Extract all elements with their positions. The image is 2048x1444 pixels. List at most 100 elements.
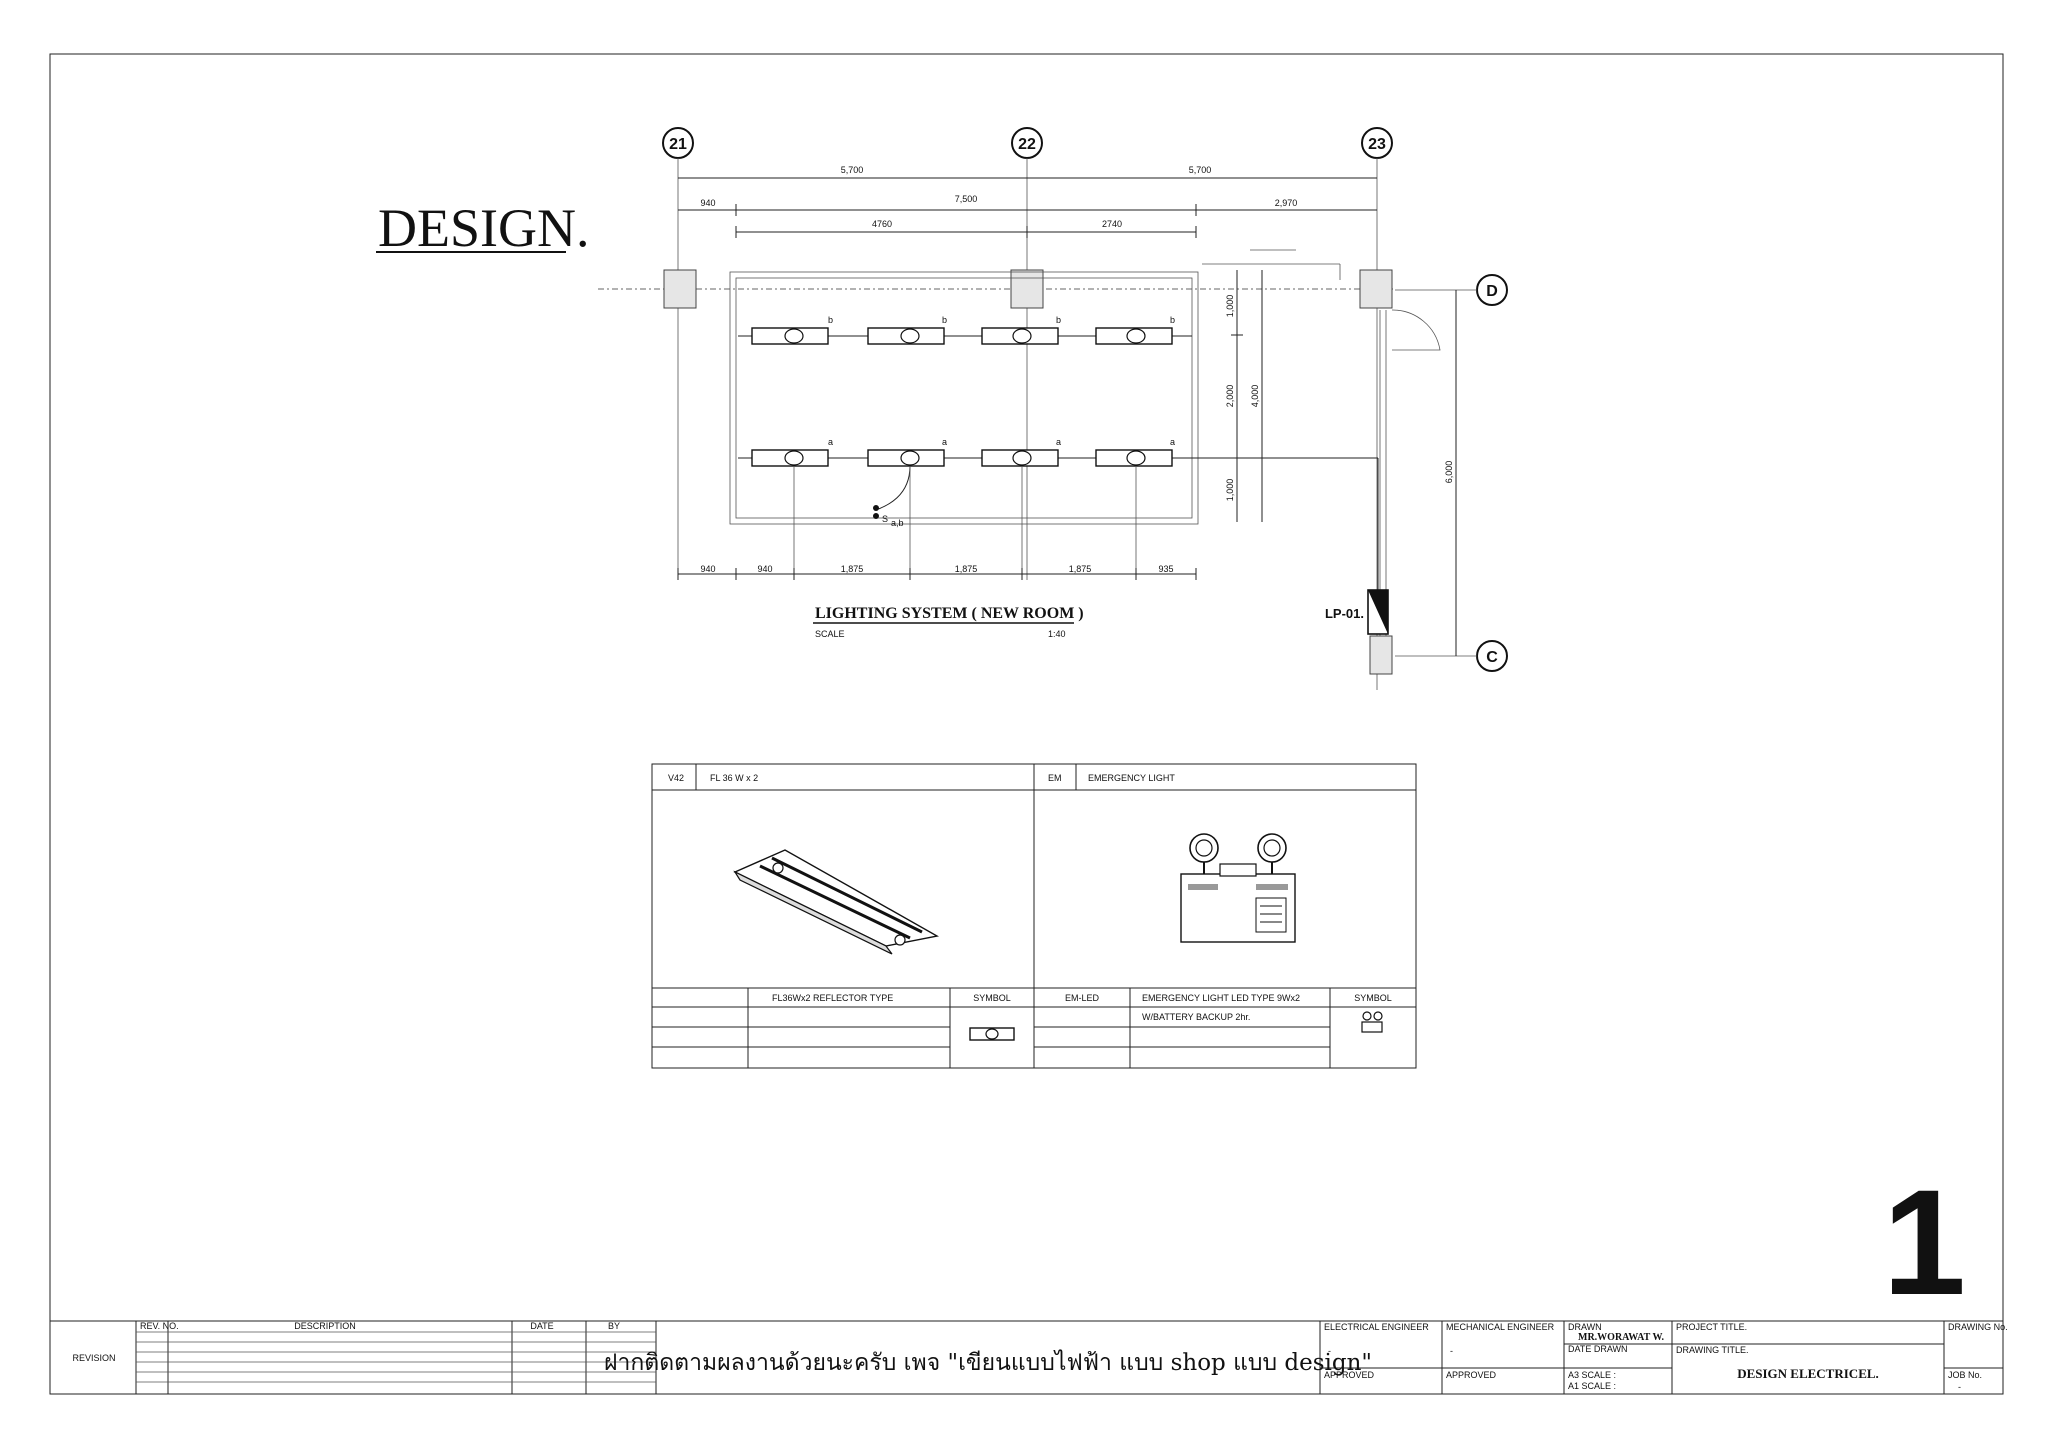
panel-lp01 (1367, 589, 1389, 635)
tb-description: DESCRIPTION (294, 1321, 356, 1331)
tb-drawing-no: DRAWING No. (1948, 1322, 2008, 1332)
plan-title: LIGHTING SYSTEM ( NEW ROOM ) (815, 605, 1084, 622)
column-C (1369, 635, 1393, 675)
tb-project-title: PROJECT TITLE. (1676, 1322, 1747, 1332)
emergency-light-illustration (1180, 833, 1296, 943)
grid-label-23: 23 (1368, 136, 1386, 153)
tb-approved-1: APPROVED (1324, 1370, 1375, 1380)
grid-bubble-21: 21 (662, 127, 694, 159)
tb-revision: REVISION (72, 1353, 115, 1363)
door-swing (1391, 309, 1441, 351)
tb-drawn: DRAWN (1568, 1322, 1602, 1332)
luminaire-b2 (867, 327, 945, 345)
tb-electrical-value: - (1328, 1346, 1331, 1356)
fixture-right-desc1: EMERGENCY LIGHT LED TYPE 9Wx2 (1142, 993, 1300, 1003)
switch-label: S (882, 514, 888, 524)
dim-top1-a: 5,700 (841, 165, 864, 175)
tb-center-text: ฝากติดตามผลงานด้วยนะครับ เพจ "เขียนแบบไฟ… (604, 1349, 1372, 1376)
dim-top2-c: 2,970 (1275, 198, 1298, 208)
tb-date-drawn: DATE DRAWN (1568, 1344, 1628, 1354)
dim-bottom-2: 940 (757, 564, 772, 574)
circuit-label-a2: a (942, 437, 947, 447)
fixture-right-symbol-header: SYMBOL (1354, 993, 1392, 1003)
luminaire-a2 (867, 449, 945, 467)
luminaire-a3 (981, 449, 1059, 467)
fluorescent-fixture-illustration (733, 849, 939, 955)
tb-approved-2: APPROVED (1446, 1370, 1497, 1380)
fluorescent-symbol-icon (969, 1027, 1015, 1041)
dim-bottom-5: 1,875 (1069, 564, 1092, 574)
dim-bottom-4: 1,875 (955, 564, 978, 574)
plan-scale-label: SCALE (815, 629, 845, 639)
room-inner-outline (735, 277, 1193, 519)
tb-mechanical-value: - (1450, 1346, 1453, 1356)
sheet-border (49, 53, 2004, 1395)
tb-drawing-title: DRAWING TITLE. (1676, 1345, 1749, 1355)
room-outline (729, 271, 1199, 525)
column-22 (1010, 269, 1044, 309)
grid-bubble-22: 22 (1011, 127, 1043, 159)
tb-a3-scale: A3 SCALE : (1568, 1370, 1616, 1380)
dim-vert-6000: 6,000 (1444, 461, 1454, 484)
fixture-right-model: EM-LED (1065, 993, 1100, 1003)
fixture-schedule: V42 FL 36 W x 2 EM EMERGENCY LIGHT (651, 763, 1417, 1069)
luminaire-b3 (981, 327, 1059, 345)
tb-by: BY (608, 1321, 620, 1331)
switch-sub: a,b (891, 518, 904, 528)
tb-drawing-title-value: DESIGN ELECTRICEL. (1737, 1366, 1879, 1381)
circuit-label-b4: b (1170, 315, 1175, 325)
circuit-label-a3: a (1056, 437, 1061, 447)
dim-bottom-3: 1,875 (841, 564, 864, 574)
lighting-plan: 21 22 23 D C 5,700 5,700 (598, 127, 1508, 690)
dim-top2-a: 940 (700, 198, 715, 208)
dim-top3-a: 4760 (872, 219, 892, 229)
fixture-right-name: EMERGENCY LIGHT (1088, 773, 1175, 783)
tb-rev-no: REV. NO. (140, 1321, 179, 1331)
circuit-label-b3: b (1056, 315, 1061, 325)
grid-label-C: C (1486, 649, 1498, 666)
dim-vert-1000-bottom: 1,000 (1225, 479, 1235, 502)
design-heading: DESIGN. (378, 198, 590, 258)
luminaire-b1 (751, 327, 829, 345)
fixture-left-desc: FL36Wx2 REFLECTOR TYPE (772, 993, 893, 1003)
fixture-right-desc2: W/BATTERY BACKUP 2hr. (1142, 1012, 1250, 1022)
grid-label-22: 22 (1018, 136, 1036, 153)
emergency-light-symbol-icon (1361, 1011, 1383, 1033)
switch-dot-1 (873, 505, 879, 511)
plan-scale-value: 1:40 (1048, 629, 1066, 639)
dim-top1-b: 5,700 (1189, 165, 1212, 175)
grid-label-D: D (1486, 283, 1498, 300)
column-21 (663, 269, 697, 309)
luminaire-b4 (1095, 327, 1173, 345)
tb-job-no: JOB No. (1948, 1370, 1982, 1380)
dim-top2-b: 7,500 (955, 194, 978, 204)
circuit-label-b2: b (942, 315, 947, 325)
circuit-label-a4: a (1170, 437, 1175, 447)
dim-vert-2000: 2,000 (1225, 385, 1235, 408)
switch-wire (875, 465, 911, 511)
dim-bottom-6: 935 (1158, 564, 1173, 574)
circuit-label-b1: b (828, 315, 833, 325)
grid-bubble-D: D (1476, 274, 1508, 306)
fixture-left-name: FL 36 W x 2 (710, 773, 758, 783)
fixture-left-symbol-header: SYMBOL (973, 993, 1011, 1003)
sheet-number: 1 (1883, 1158, 1966, 1326)
tb-job-value: - (1958, 1382, 1961, 1392)
dim-vert-4000: 4,000 (1250, 385, 1260, 408)
grid-label-21: 21 (669, 136, 687, 153)
luminaire-a1 (751, 449, 829, 467)
tb-electrical-engineer: ELECTRICAL ENGINEER (1324, 1322, 1429, 1332)
panel-label: LP-01. (1325, 606, 1364, 621)
fixture-left-code: V42 (668, 773, 684, 783)
switch-dot-2 (873, 513, 879, 519)
grid-bubble-23: 23 (1361, 127, 1393, 159)
circuit-label-a1: a (828, 437, 833, 447)
fixture-right-code: EM (1048, 773, 1062, 783)
title-block: REV. NO. DESCRIPTION DATE BY REVISION ฝา… (50, 1320, 2008, 1394)
tb-date: DATE (530, 1321, 553, 1331)
dim-top3-b: 2740 (1102, 219, 1122, 229)
column-23 (1359, 269, 1393, 309)
luminaire-a4 (1095, 449, 1173, 467)
dim-vert-1000-top: 1,000 (1225, 295, 1235, 318)
